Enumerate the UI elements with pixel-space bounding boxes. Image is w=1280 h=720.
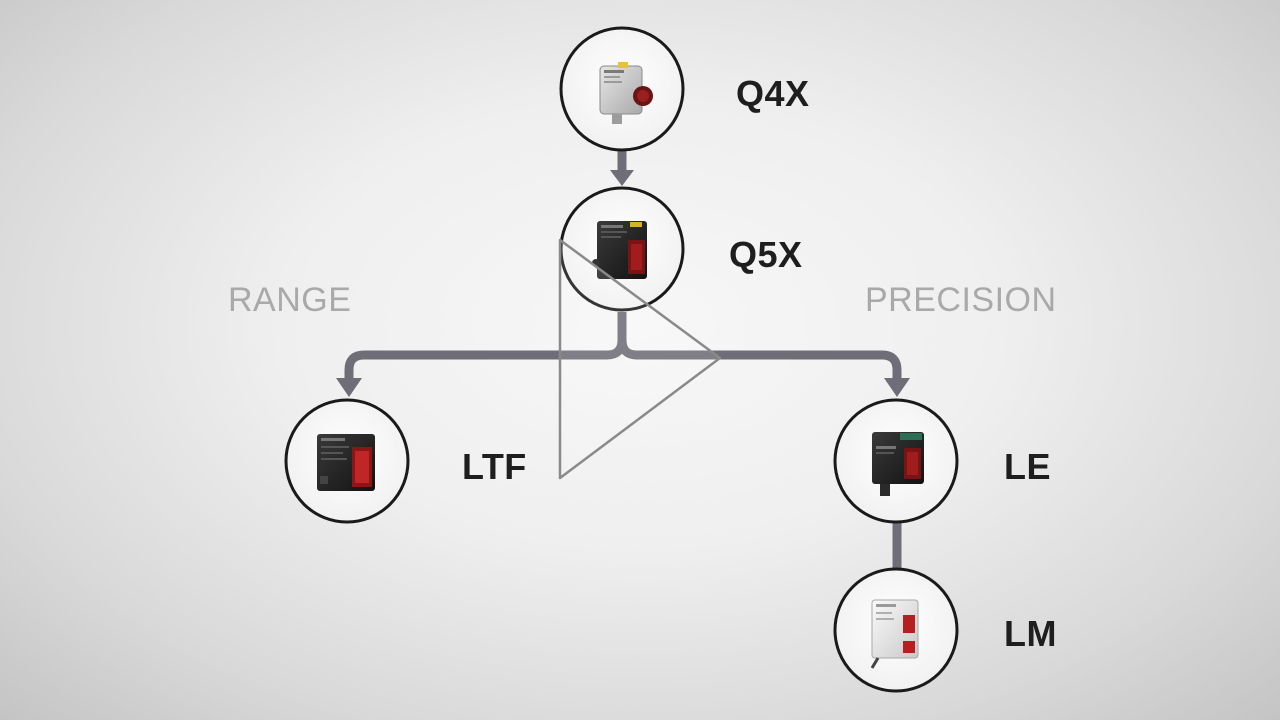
play-icon[interactable] (558, 238, 722, 480)
branch-label-range: RANGE (228, 281, 352, 319)
q4x-sensor-icon (599, 62, 653, 124)
label-q4x: Q4X (736, 73, 810, 114)
arrowhead-ltf (336, 378, 362, 397)
node-ltf[interactable] (284, 398, 410, 524)
le-sensor-icon (872, 432, 924, 496)
node-q5x[interactable] (559, 186, 685, 312)
node-lm[interactable] (833, 567, 959, 693)
branch-label-precision: PRECISION (865, 281, 1057, 319)
node-le[interactable] (833, 398, 959, 524)
label-q5x: Q5X (729, 234, 803, 275)
connector-lines (344, 150, 902, 568)
node-q4x[interactable] (559, 26, 685, 152)
label-le: LE (1004, 446, 1052, 487)
connector-arrowheads (336, 170, 910, 397)
label-ltf: LTF (462, 446, 527, 487)
q5x-sensor-icon (592, 221, 647, 279)
ltf-sensor-icon (317, 434, 375, 491)
label-lm: LM (1004, 613, 1057, 654)
arrowhead-le (884, 378, 910, 397)
arrowhead-q5x (610, 170, 634, 186)
edge-q5x-le (617, 312, 902, 380)
lm-sensor-icon (870, 599, 919, 669)
